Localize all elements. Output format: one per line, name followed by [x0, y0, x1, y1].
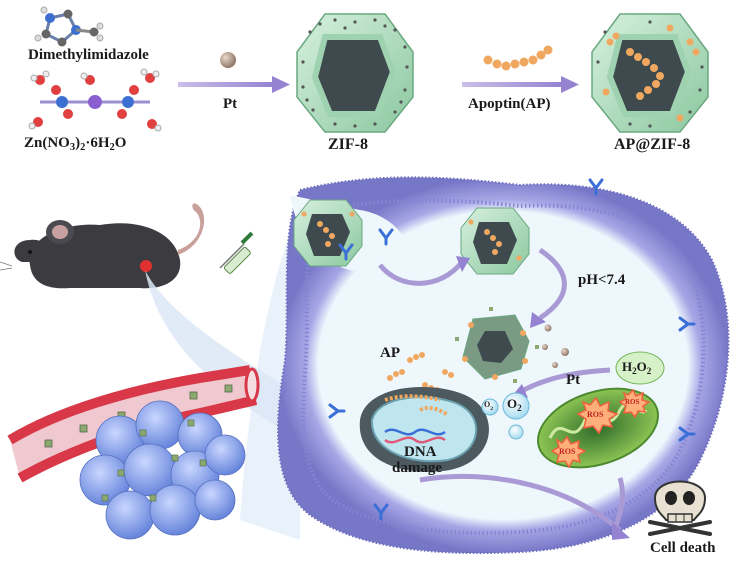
ros-burst-icons — [550, 388, 651, 469]
ap-zif8-particle-internalized — [460, 207, 530, 275]
label-o2: O2 — [507, 396, 522, 413]
nucleus — [359, 387, 489, 472]
label-zif8: ZIF-8 — [328, 136, 368, 153]
dimethylimidazole-molecule-icon — [34, 6, 104, 47]
label-dna: DNA — [404, 444, 437, 460]
tumor-nanoparticles — [101, 419, 207, 502]
ap-zif8-crystal-icon — [591, 13, 709, 133]
label-ph: pH<7.4 — [578, 272, 626, 288]
label-arrow1-pt: Pt — [223, 96, 238, 112]
label-cell-death: Cell death — [650, 540, 716, 556]
label-ap-zif8: AP@ZIF-8 — [614, 136, 691, 153]
synthesis-arrow-2 — [462, 45, 579, 93]
label-pt: Pt — [566, 372, 581, 388]
syringe-icon — [219, 231, 254, 274]
degrading-zif8-particle — [455, 307, 539, 383]
tumor-cluster-icon — [79, 400, 246, 540]
damaged-dna-icon — [384, 428, 446, 444]
zinc-nitrate-molecule-icon — [28, 68, 162, 132]
label-ros-3: ROS — [559, 447, 576, 456]
skull-icon — [648, 480, 712, 536]
mouse-icon — [0, 203, 205, 289]
label-ros-2: ROS — [625, 398, 640, 406]
synthesis-arrow-1 — [178, 52, 290, 93]
label-o2-small: O2 — [484, 400, 494, 412]
label-arrow2-apoptin: Apoptin(AP) — [468, 96, 551, 112]
label-zinc-nitrate: Zn(NO3)2·6H2O — [24, 135, 127, 153]
label-dimethylimidazole: Dimethylimidazole — [28, 47, 149, 63]
pathway-arrows — [378, 247, 625, 532]
free-apoptin — [387, 352, 454, 393]
h2o2-bubble — [615, 351, 665, 385]
o2-bubbles — [481, 392, 530, 440]
membrane-receptors — [328, 178, 696, 521]
label-h2o2: H2O2 — [622, 359, 652, 376]
ap-zif8-particle-entering — [293, 199, 363, 267]
label-damage: damage — [392, 460, 442, 476]
pt-nanoparticles — [542, 324, 569, 368]
label-ap: AP — [380, 345, 400, 361]
label-ros-1: ROS — [587, 410, 604, 419]
zif8-crystal-icon — [296, 13, 414, 133]
